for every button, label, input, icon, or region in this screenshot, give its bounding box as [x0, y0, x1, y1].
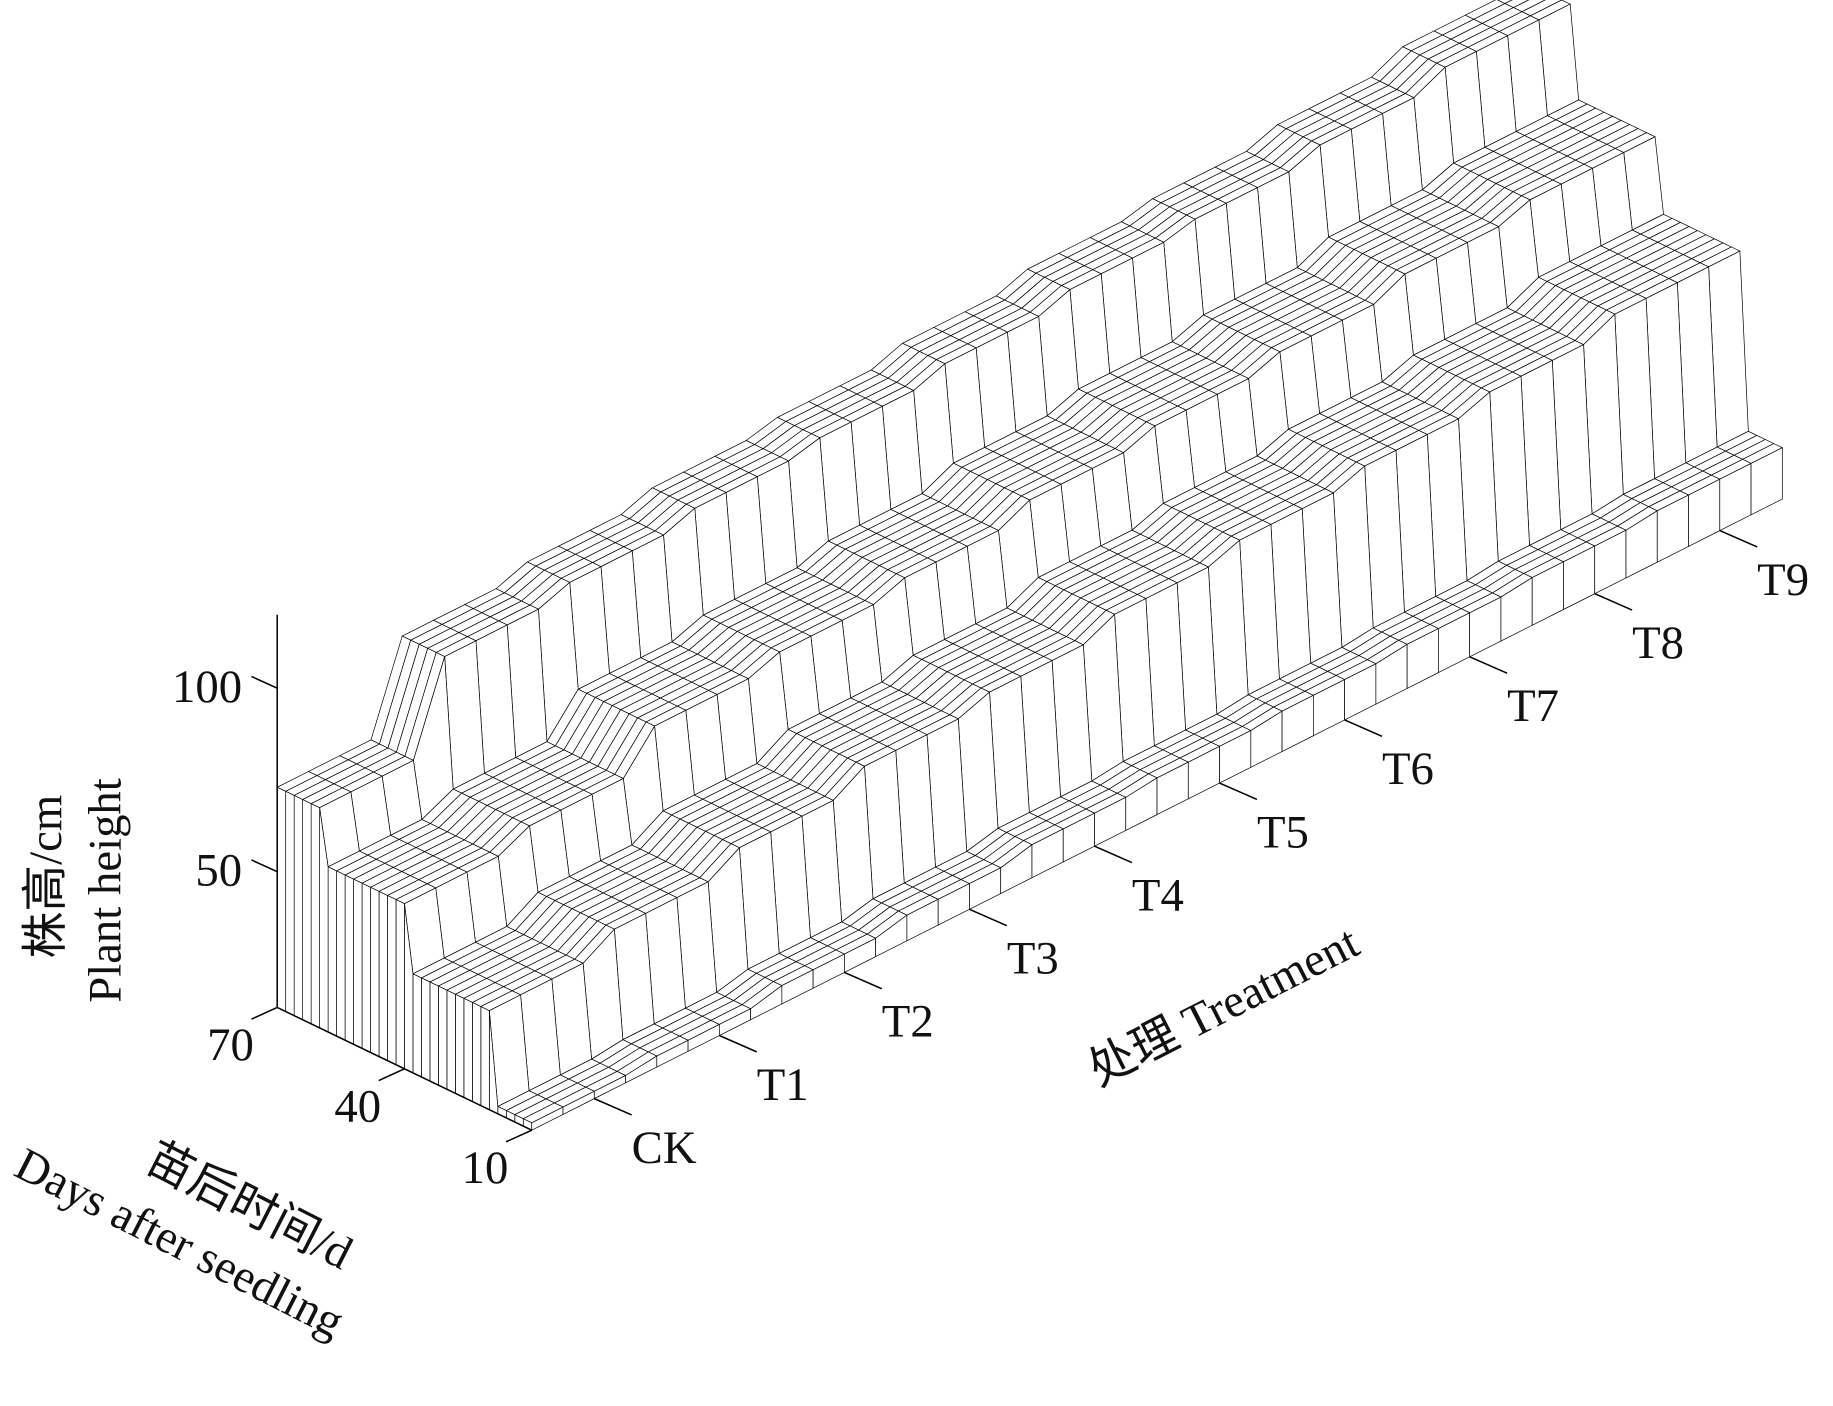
z-tick-label: 50 [195, 845, 242, 897]
day-tick [251, 1006, 278, 1020]
treatment-tick-label: CK [632, 1122, 697, 1174]
treatment-tick-label: T7 [1507, 680, 1559, 732]
day-tick-label: 70 [207, 1019, 254, 1071]
surface-front-cell [1750, 447, 1783, 516]
surface-side-cell [446, 989, 456, 1094]
treatment-tick [1219, 782, 1258, 801]
treatment-tick-label: T5 [1257, 806, 1309, 858]
surface-side-cell [353, 878, 363, 1049]
day-tick [378, 1068, 405, 1082]
surface-side-cell [472, 1001, 482, 1107]
z-axis-label-cn: 株高/cm [20, 795, 72, 959]
z-tick-label: 100 [172, 661, 242, 713]
treatment-tick-label: T6 [1382, 743, 1434, 795]
treatment-tick [1344, 719, 1383, 738]
z-axis-label-en: Plant height [80, 778, 132, 1003]
surface-side-cell [455, 993, 465, 1099]
surface-side-cell [361, 882, 371, 1054]
treatment-axis-label: 处理 Treatment [1080, 916, 1367, 1097]
surface-side-cell [327, 866, 337, 1037]
z-tick [251, 859, 278, 873]
treatment-tick [1594, 593, 1633, 611]
surface-side-cell [480, 1005, 490, 1111]
surface-side-cell [344, 874, 354, 1045]
day-tick-label: 10 [462, 1142, 509, 1194]
treatment-tick-label: T8 [1632, 617, 1684, 669]
surface-side-cell [276, 786, 287, 1013]
surface-side-cell [429, 981, 439, 1086]
surface-side-cell [412, 973, 422, 1078]
surface-side-cell [302, 798, 312, 1025]
axes [251, 529, 1758, 1143]
treatment-tick [844, 971, 883, 990]
treatment-tick [1094, 845, 1133, 864]
treatment-tick [1719, 529, 1758, 548]
day-tick [505, 1129, 533, 1143]
surface-side-cell [378, 890, 388, 1062]
surface-side-cell [463, 997, 473, 1103]
surface-side-cell [395, 899, 405, 1070]
surface-side-cell [285, 790, 295, 1017]
treatment-tick [1469, 656, 1508, 674]
day-tick-label: 40 [334, 1080, 381, 1132]
treatment-tick [969, 908, 1008, 927]
treatment-tick-label: T3 [1007, 933, 1059, 985]
surface-side-cell [336, 870, 346, 1041]
surface-side-cell [438, 985, 448, 1090]
surface-side-cell [421, 977, 431, 1082]
surface-side-cell [370, 886, 380, 1058]
surface-mesh [276, 0, 1784, 1131]
surface-side-cell [310, 803, 320, 1029]
z-tick [251, 675, 278, 689]
surface-side-cell [293, 794, 304, 1021]
treatment-tick [719, 1034, 758, 1053]
treatment-tick [593, 1097, 632, 1116]
surface-side-cell [387, 894, 397, 1066]
treatment-tick-label: T4 [1132, 869, 1184, 921]
treatment-tick-label: T9 [1757, 554, 1809, 606]
treatment-tick-label: T2 [882, 996, 934, 1048]
treatment-tick-label: T1 [757, 1059, 809, 1111]
